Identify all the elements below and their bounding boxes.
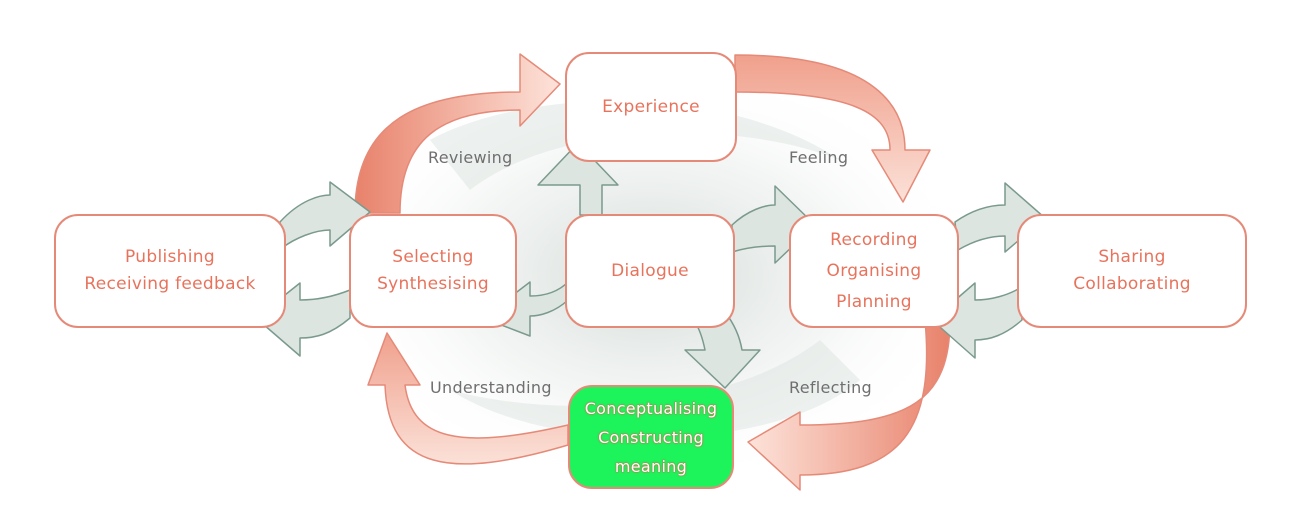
node-selecting-line-1: Selecting bbox=[392, 247, 474, 267]
node-sharing: Sharing Collaborating bbox=[1017, 214, 1247, 328]
arrow-recording-to-conceptualising bbox=[747, 319, 951, 491]
node-recording-line-2: Organising bbox=[826, 260, 922, 281]
arrow-conceptualising-to-selecting bbox=[367, 332, 569, 465]
node-recording-text: Recording Organising Planning bbox=[827, 225, 922, 318]
node-conceptualising-line-2: Constructing bbox=[598, 427, 704, 447]
node-selecting-text: Selecting Synthesising bbox=[377, 244, 489, 298]
arrow-dialogue-to-conceptualising bbox=[684, 311, 761, 389]
label-reviewing: Reviewing bbox=[428, 148, 513, 167]
node-selecting-line-2: Synthesising bbox=[377, 274, 489, 294]
node-recording-line-1: Recording bbox=[830, 229, 918, 250]
node-conceptualising-line-1: Conceptualising bbox=[584, 398, 718, 418]
node-publishing-line-2: Receiving feedback bbox=[84, 274, 256, 294]
node-publishing-text: Publishing Receiving feedback bbox=[84, 244, 255, 298]
node-conceptualising-text: Conceptualising Constructing meaning bbox=[585, 394, 718, 481]
node-selecting: Selecting Synthesising bbox=[349, 214, 517, 328]
node-recording-line-3: Planning bbox=[836, 291, 912, 312]
node-dialogue-line-1: Dialogue bbox=[611, 260, 689, 281]
node-experience: Experience bbox=[565, 52, 737, 162]
label-reflecting: Reflecting bbox=[789, 378, 872, 397]
arrow-reviewing-to-experience bbox=[354, 53, 561, 214]
node-conceptualising-line-3: meaning bbox=[614, 456, 688, 476]
arrow-experience-to-recording bbox=[734, 54, 931, 203]
node-publishing-line-1: Publishing bbox=[125, 247, 215, 267]
node-sharing-line-1: Sharing bbox=[1098, 247, 1166, 267]
node-sharing-text: Sharing Collaborating bbox=[1073, 244, 1191, 298]
node-dialogue-text: Dialogue bbox=[611, 258, 689, 285]
node-publishing: Publishing Receiving feedback bbox=[54, 214, 286, 328]
node-recording: Recording Organising Planning bbox=[789, 214, 959, 328]
node-dialogue: Dialogue bbox=[565, 214, 735, 328]
node-conceptualising: Conceptualising Constructing meaning bbox=[568, 385, 734, 489]
arrow-dialogue-to-experience bbox=[537, 142, 619, 216]
node-experience-text: Experience bbox=[602, 94, 700, 121]
label-understanding: Understanding bbox=[430, 378, 552, 397]
label-feeling: Feeling bbox=[789, 148, 849, 167]
node-experience-line-1: Experience bbox=[602, 96, 700, 117]
node-sharing-line-2: Collaborating bbox=[1073, 274, 1191, 294]
